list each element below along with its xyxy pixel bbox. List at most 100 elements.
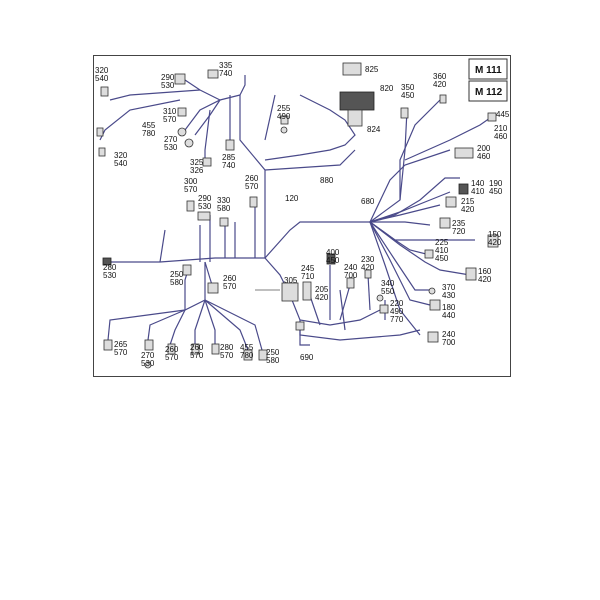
part-label-line: 270 bbox=[164, 135, 178, 144]
part-label-line: 690 bbox=[300, 353, 314, 362]
part-label-line: 420 bbox=[461, 205, 475, 214]
part-label-line: 430 bbox=[442, 291, 456, 300]
part-label-line: 340 bbox=[381, 279, 395, 288]
part-label-line: 455 bbox=[240, 343, 254, 352]
badge-m111-box bbox=[468, 58, 508, 80]
part-label-line: 490 bbox=[390, 307, 404, 316]
part-label-line: 300 bbox=[184, 177, 198, 186]
part-label-line: 160 bbox=[478, 267, 492, 276]
part-label-line: 710 bbox=[301, 272, 315, 281]
part-label-line: 180 bbox=[442, 303, 456, 312]
badge-m112: M 112 bbox=[475, 87, 503, 98]
part-label-line: 570 bbox=[163, 115, 177, 124]
part-label-line: 420 bbox=[488, 238, 502, 247]
part-label-line: 440 bbox=[442, 311, 456, 320]
part-label-line: 825 bbox=[365, 65, 379, 74]
part-label-line: 570 bbox=[220, 351, 234, 360]
part-label-line: 450 bbox=[326, 256, 340, 265]
part-label-line: 260 bbox=[245, 174, 259, 183]
part-label-line: 770 bbox=[390, 315, 404, 324]
part-label-line: 580 bbox=[266, 356, 280, 365]
part-label-line: 740 bbox=[219, 69, 233, 78]
part-label-line: 580 bbox=[217, 204, 231, 213]
part-label-line: 420 bbox=[315, 293, 329, 302]
part-label-line: 140 bbox=[471, 179, 485, 188]
part-label-line: 570 bbox=[190, 351, 204, 360]
part-label-line: 250 bbox=[170, 270, 184, 279]
part-label-line: 220 bbox=[390, 299, 404, 308]
part-label-line: 225 bbox=[435, 238, 449, 247]
part-label-line: 280 bbox=[220, 343, 234, 352]
part-label-line: 780 bbox=[240, 351, 254, 360]
part-label-line: 290 bbox=[161, 73, 175, 82]
part-label-line: 285 bbox=[222, 153, 236, 162]
part-label-line: 445 bbox=[496, 110, 510, 119]
part-label-line: 580 bbox=[170, 278, 184, 287]
part-label-line: 570 bbox=[223, 282, 237, 291]
part-label-line: 370 bbox=[442, 283, 456, 292]
part-label-line: 235 bbox=[452, 219, 466, 228]
part-label-line: 280 bbox=[103, 263, 117, 272]
part-label-line: 330 bbox=[217, 196, 231, 205]
part-label: 825 bbox=[365, 65, 379, 74]
part-label-line: 400 bbox=[326, 248, 340, 257]
part-label-line: 320 bbox=[95, 66, 109, 75]
part-label-line: 570 bbox=[245, 182, 259, 191]
part-label-line: 210 bbox=[494, 124, 508, 133]
part-label-line: 460 bbox=[477, 152, 491, 161]
badge-m112-box bbox=[468, 80, 508, 102]
part-label: 880 bbox=[320, 176, 334, 185]
part-label-line: 190 bbox=[489, 179, 503, 188]
part-label-line: 450 bbox=[435, 254, 449, 263]
part-label-line: 305 bbox=[284, 276, 298, 285]
part-label-line: 270 bbox=[141, 351, 155, 360]
part-label-line: 550 bbox=[381, 287, 395, 296]
part-label: 305 bbox=[284, 276, 298, 285]
part-label-line: 420 bbox=[361, 263, 375, 272]
part-label-line: 420 bbox=[433, 80, 447, 89]
part-label-line: 530 bbox=[103, 271, 117, 280]
part-label-line: 320 bbox=[114, 151, 128, 160]
part-label-line: 820 bbox=[380, 84, 394, 93]
part-label-line: 455 bbox=[142, 121, 156, 130]
part-label-line: 720 bbox=[452, 227, 466, 236]
part-label-line: 250 bbox=[266, 348, 280, 357]
part-label-line: 230 bbox=[361, 255, 375, 264]
part-label-line: 120 bbox=[285, 194, 299, 203]
part-label-line: 824 bbox=[367, 125, 381, 134]
part-label-line: 240 bbox=[344, 263, 358, 272]
part-label-line: 570 bbox=[114, 348, 128, 357]
part-label-line: 540 bbox=[114, 159, 128, 168]
part-label: 690 bbox=[300, 353, 314, 362]
part-label: 680 bbox=[361, 197, 375, 206]
part-label-line: 450 bbox=[401, 91, 415, 100]
